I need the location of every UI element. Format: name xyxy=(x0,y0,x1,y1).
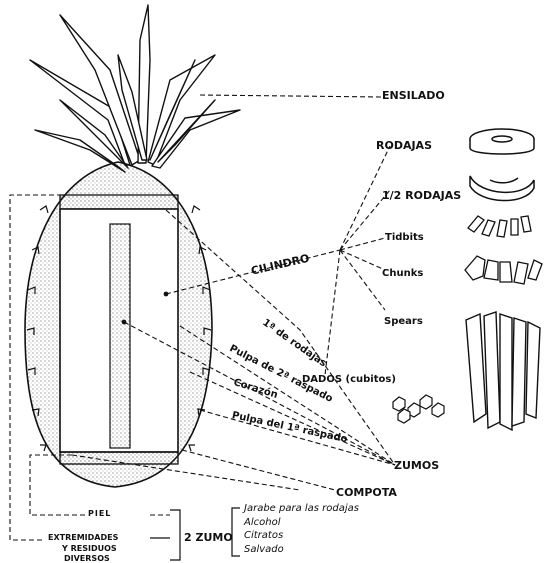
label-chunks: Chunks xyxy=(382,269,423,279)
tidbits-icon xyxy=(468,216,531,237)
label-tidbits: Tidbits xyxy=(385,233,424,243)
label-zumo2: 2 ZUMO xyxy=(184,532,233,543)
label-rodajas: RODAJAS xyxy=(376,140,432,151)
label-dados: DADOS (cubitos) xyxy=(302,375,396,385)
label-use-citratos: Citratos xyxy=(244,531,283,541)
pineapple-crown-icon xyxy=(30,5,240,172)
chunks-icon xyxy=(465,256,542,284)
label-compota: COMPOTA xyxy=(336,487,397,498)
label-ensilado: ENSILADO xyxy=(382,90,445,101)
label-zumos: ZUMOS xyxy=(394,460,439,471)
label-extremidades-2: Y RESIDUOS xyxy=(62,545,117,553)
label-media-rodajas: 1/2 RODAJAS xyxy=(382,190,461,201)
label-use-alcohol: Alcohol xyxy=(244,518,280,528)
pineapple-body xyxy=(25,162,212,487)
spears-icon xyxy=(466,312,540,430)
media-rodajas-icon xyxy=(470,176,534,201)
label-use-salvado: Salvado xyxy=(244,545,284,555)
rodajas-icon xyxy=(470,129,534,154)
dados-icon xyxy=(393,395,444,423)
label-spears: Spears xyxy=(384,317,423,327)
label-use-jarabe: Jarabe para las rodajas xyxy=(244,504,359,514)
label-piel: PIEL xyxy=(88,510,111,518)
label-extremidades-1: EXTREMIDADES xyxy=(48,534,118,542)
